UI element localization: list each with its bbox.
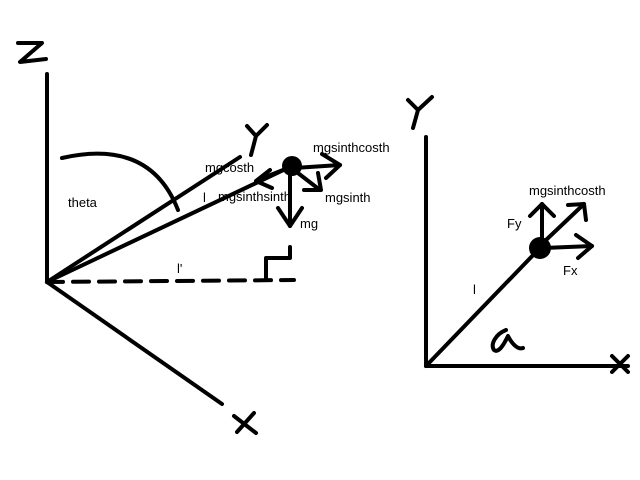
x-letter-right	[610, 354, 630, 374]
mgsinthcosth-label-left: mgsinthcosth	[313, 140, 390, 155]
theta-label: theta	[68, 195, 98, 210]
fx-arrowhead	[574, 233, 594, 260]
mgsinthsinth-label: mgsinthsinth	[218, 189, 291, 204]
mgsinthcosth-arrowhead-right	[566, 202, 588, 222]
fy-label: Fy	[507, 216, 522, 231]
z-letter	[16, 41, 48, 64]
y-letter-left	[245, 123, 269, 157]
mgsinth-label: mgsinth	[325, 190, 371, 205]
x-axis	[45, 280, 224, 406]
fx-arrow	[542, 244, 594, 250]
left-diagram: theta l l' mgcosth mgsinthcosth mgsinths…	[16, 41, 390, 435]
length-label-right: l	[473, 282, 476, 297]
mgcosth-label: mgcosth	[205, 160, 254, 175]
fy-arrowhead	[528, 202, 556, 218]
x-letter-left	[232, 411, 258, 435]
fx-label: Fx	[563, 263, 578, 278]
right-diagram: mgsinthcosth Fy Fx l	[406, 95, 630, 374]
mgsinth-arrow	[292, 168, 322, 192]
mg-arrowhead	[276, 206, 304, 228]
mgsinthcosth-arrowhead	[320, 152, 342, 180]
mgsinthcosth-arrow-right	[544, 202, 586, 242]
projection-label: l'	[177, 261, 182, 276]
y-axis	[45, 155, 242, 284]
rod-l-right	[424, 248, 540, 368]
alpha-glyph	[490, 328, 525, 353]
mgsinth-arrowhead	[302, 171, 323, 192]
mgsinthcosth-arrow	[292, 163, 342, 170]
theta-arc	[60, 151, 180, 212]
y-letter-right	[406, 95, 434, 130]
length-label-left: l	[203, 190, 206, 205]
right-angle-marker	[264, 245, 292, 282]
mg-label: mg	[300, 216, 318, 231]
mgcosth-arrowhead	[254, 168, 274, 190]
mgsinthcosth-label-right: mgsinthcosth	[529, 183, 606, 198]
pendulum-rod-l	[45, 164, 294, 284]
mass-right	[529, 237, 551, 259]
projection-dashed-line	[45, 278, 296, 284]
